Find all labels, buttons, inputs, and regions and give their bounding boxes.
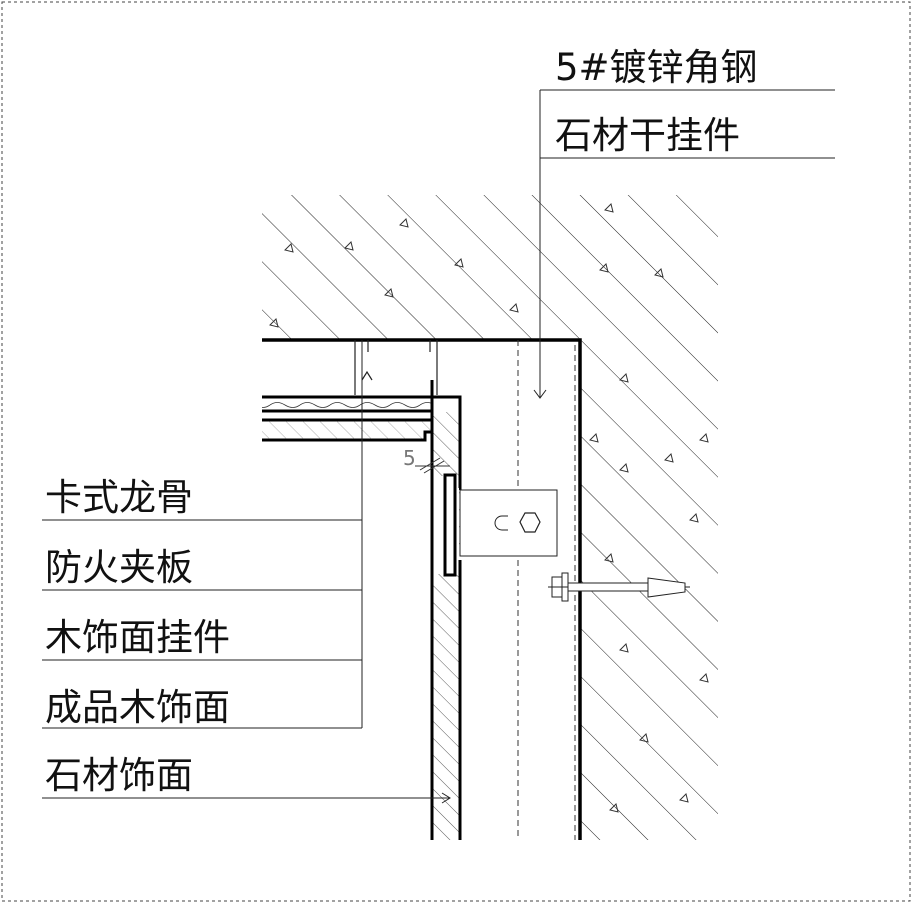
left-leader-lines: [42, 340, 451, 804]
anchor-bolt: [548, 572, 690, 602]
aggregate-marks: [269, 203, 709, 813]
label-wood-hanger: 木饰面挂件: [45, 616, 230, 659]
card-keel: [354, 340, 438, 395]
stone-clip: [443, 473, 457, 577]
label-angle-steel: 5#镀锌角钢: [555, 46, 758, 89]
bolt-slot: [494, 515, 508, 531]
label-stone-finish: 石材饰面: [45, 754, 193, 797]
label-card-keel: 卡式龙骨: [45, 476, 193, 519]
dimension-ticks: [415, 457, 450, 474]
top-leader-lines: [533, 89, 835, 399]
bolt-hex: [519, 512, 541, 533]
label-fire-plywood: 防火夹板: [45, 546, 193, 589]
label-wood-finish: 成品木饰面: [45, 686, 230, 729]
dimension-text: 5: [403, 446, 416, 470]
stone-bracket: [459, 489, 558, 557]
label-stone-hanger: 石材干挂件: [555, 114, 740, 157]
concrete-wall: [262, 195, 718, 840]
